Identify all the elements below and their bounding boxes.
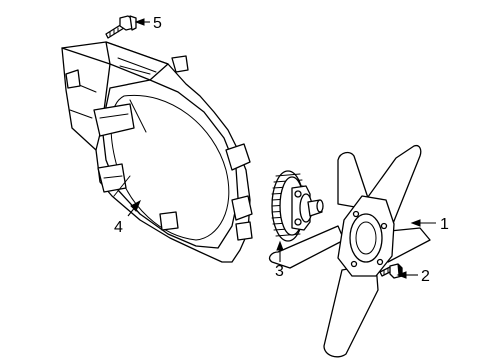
callout-leaders: [127, 18, 436, 279]
leader-arrow-1: [410, 219, 421, 227]
shroud-bolt: [105, 15, 137, 39]
callout-labels: 1 2 3 4 5: [114, 15, 449, 285]
leader-arrow-3: [276, 240, 284, 251]
callout-label-shroud-bolt: 5: [153, 15, 162, 32]
fan-shroud: [61, 41, 253, 263]
leader-arrow-5: [134, 18, 145, 26]
leader-arrow-2: [396, 271, 407, 279]
callout-label-fan-blade: 1: [440, 216, 449, 233]
callout-label-fan-clutch: 3: [275, 263, 284, 280]
fan-bolt: [379, 263, 403, 279]
callout-label-fan-bolt: 2: [421, 268, 430, 285]
callout-label-fan-shroud: 4: [114, 219, 123, 236]
leader-arrow-4: [130, 199, 141, 212]
fan-clutch: [271, 170, 324, 242]
fan-blade: [268, 144, 431, 358]
